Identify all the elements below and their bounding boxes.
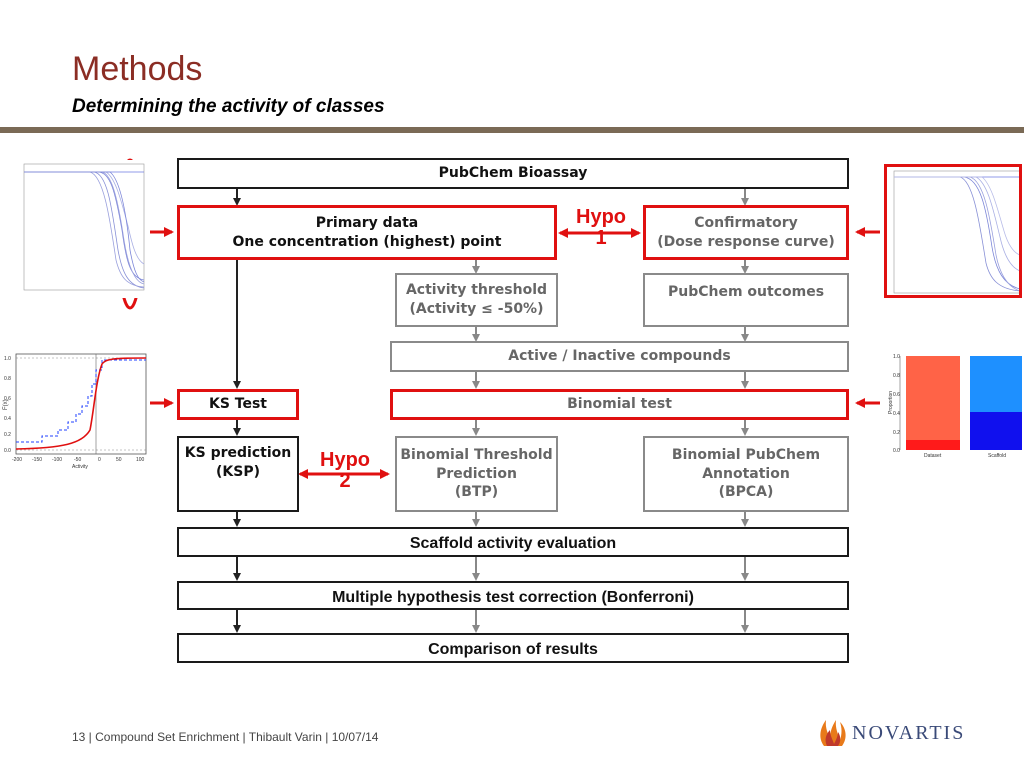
ks-ytick-3: 0.6 (4, 396, 11, 402)
activity-threshold-line1: Activity threshold (405, 282, 548, 299)
box-confirmatory: Confirmatory (Dose response curve) (643, 205, 849, 260)
confirmatory-line2: (Dose response curve) (657, 233, 835, 250)
dose-response-plot-left (10, 160, 148, 298)
novartis-flame-icon (820, 720, 846, 746)
proportion-bar-plot: Proportion 1.0 0.8 0.6 0.4 0.2 0.0 Datas… (884, 348, 1024, 460)
dataset-bar-top (906, 356, 960, 440)
box-binomial-pubchem-annotation: Binomial PubChem Annotation (BPCA) (643, 436, 849, 512)
confirmatory-line1: Confirmatory (694, 214, 798, 231)
ks-ytick-1: 1.0 (4, 356, 11, 362)
pubchem-outcomes-label: PubChem outcomes (667, 284, 825, 300)
ks-ylabel: F(x) (3, 399, 9, 410)
header-divider (0, 127, 1024, 133)
activity-threshold-line2: (Activity ≤ -50%) (409, 301, 544, 317)
box-ks-prediction: KS prediction (KSP) (177, 436, 299, 512)
ks-xtick-3: -100 (52, 457, 62, 463)
scaffold-evaluation-label: Scaffold activity evaluation (409, 535, 617, 552)
ks-xtick-4: -50 (74, 457, 81, 463)
box-comparison: Comparison of results (177, 633, 849, 663)
ks-cdf-plot: F(x) 1.0 0.8 0.6 0.4 0.2 0.0 -200 -150 -… (2, 350, 150, 470)
bar-ytick-4: 0.4 (893, 411, 900, 417)
primary-data-line2: One concentration (highest) point (232, 233, 502, 250)
ks-ytick-4: 0.4 (4, 416, 11, 422)
box-pubchem-bioassay: PubChem Bioassay (177, 158, 849, 189)
bar-ylabel: Proportion (888, 391, 894, 414)
btp-line3: (BTP) (454, 484, 499, 501)
hypo-1-line1: Hypo (576, 206, 626, 228)
ks-prediction-line2: (KSP) (216, 463, 260, 480)
primary-data-line1: Primary data (315, 214, 419, 231)
box-primary-data: Primary data One concentration (highest)… (177, 205, 557, 260)
active-inactive-label: Active / Inactive compounds (508, 348, 731, 365)
hypo-1-line2: 1 (595, 227, 607, 249)
multiple-hypothesis-label: Multiple hypothesis test correction (Bon… (332, 589, 694, 606)
bar-category-dataset: Dataset (924, 453, 942, 459)
btp-line1: Binomial Threshold (400, 446, 553, 463)
bar-ytick-6: 0.0 (893, 448, 900, 454)
slide-subtitle: Determining the activity of classes (72, 96, 385, 117)
bar-ytick-1: 1.0 (893, 354, 900, 360)
hypo-2-line2: 2 (339, 470, 351, 492)
hypo-2-line1: Hypo (320, 449, 370, 471)
novartis-logo-text: NOVARTIS (852, 722, 966, 744)
box-active-inactive: Active / Inactive compounds (390, 341, 849, 372)
box-binomial-threshold-prediction: Binomial Threshold Prediction (BTP) (395, 436, 558, 512)
binomial-test-label: Binomial test (567, 396, 672, 413)
dataset-bar-bottom (906, 440, 960, 450)
ks-xtick-7: 100 (136, 457, 145, 463)
comparison-label: Comparison of results (428, 641, 598, 658)
slide-title: Methods (72, 50, 203, 88)
ks-ytick-6: 0.0 (4, 448, 11, 454)
bpca-line2: Annotation (702, 465, 790, 482)
bar-ytick-3: 0.6 (893, 392, 900, 398)
bpca-line3: (BPCA) (718, 484, 774, 501)
hypo-2-label: Hypo 2 (310, 450, 380, 492)
dose-response-plot-right (888, 167, 1022, 297)
box-multiple-hypothesis: Multiple hypothesis test correction (Bon… (177, 581, 849, 610)
bpca-line1: Binomial PubChem (671, 446, 821, 463)
box-pubchem-outcomes: PubChem outcomes (643, 273, 849, 327)
pubchem-bioassay-label: PubChem Bioassay (438, 165, 588, 182)
box-ks-test: KS Test (177, 389, 299, 420)
ks-xlabel: Activity (72, 464, 88, 470)
ks-test-label: KS Test (208, 396, 268, 413)
ks-xtick-5: 0 (98, 457, 101, 463)
bar-ytick-5: 0.2 (893, 430, 900, 436)
ks-xtick-1: -200 (12, 457, 22, 463)
box-activity-threshold: Activity threshold (Activity ≤ -50%) (395, 273, 558, 327)
scaffold-bar-top (970, 356, 1022, 412)
btp-line2: Prediction (436, 465, 517, 482)
bar-category-scaffold: Scaffold (988, 453, 1006, 459)
ks-ytick-2: 0.8 (4, 376, 11, 382)
ks-ytick-5: 0.2 (4, 432, 11, 438)
slide-footer: 13 | Compound Set Enrichment | Thibault … (72, 730, 379, 744)
scaffold-bar-bottom (970, 412, 1022, 450)
box-scaffold-evaluation: Scaffold activity evaluation (177, 527, 849, 557)
dose-response-highlight (884, 164, 1022, 298)
ks-prediction-line1: KS prediction (184, 445, 292, 461)
ks-xtick-2: -150 (32, 457, 42, 463)
ks-xtick-6: 50 (116, 457, 122, 463)
hypo-1-label: Hypo 1 (566, 207, 636, 249)
bar-ytick-2: 0.8 (893, 373, 900, 379)
box-binomial-test: Binomial test (390, 389, 849, 420)
